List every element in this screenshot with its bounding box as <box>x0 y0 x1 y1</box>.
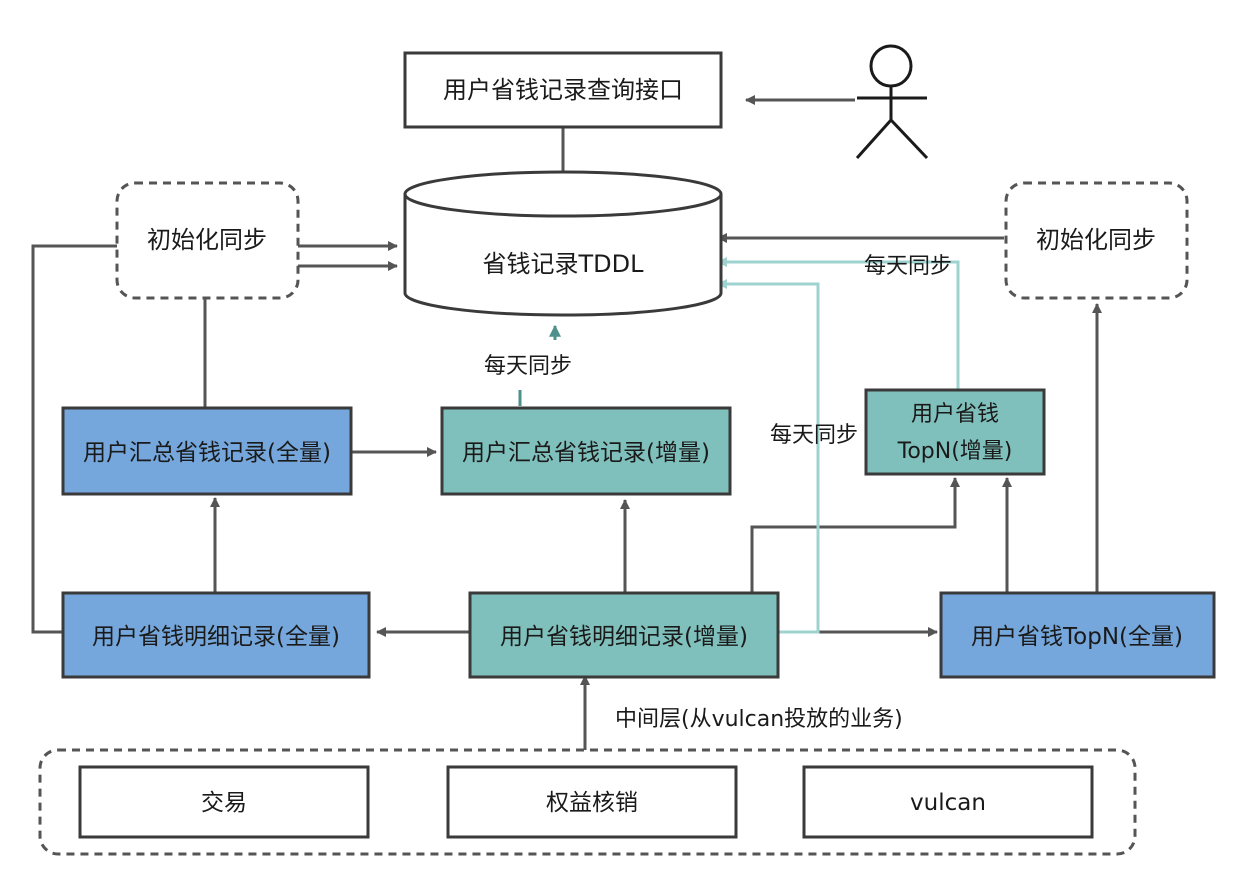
source-trade-node: 交易 <box>78 765 370 839</box>
source-trade-label: 交易 <box>201 790 247 816</box>
source-vulcan-label: vulcan <box>910 790 986 816</box>
topn-incr-label-line1: 用户省钱 <box>911 402 999 427</box>
daily-sync-detail-label: 每天同步 <box>770 423 858 448</box>
init-sync-left-label: 初始化同步 <box>147 226 267 254</box>
daily-sync-center-label: 每天同步 <box>484 354 572 379</box>
init-sync-left-node: 初始化同步 <box>115 181 300 300</box>
source-benefit-label: 权益核销 <box>546 790 638 816</box>
summary-full-node: 用户汇总省钱记录(全量) <box>61 406 353 496</box>
summary-incr-label: 用户汇总省钱记录(增量) <box>462 440 710 466</box>
edge-topn-incr-daily-to-tddl <box>717 257 960 390</box>
sources-group: 交易 权益核销 vulcan <box>38 748 1137 856</box>
detail-full-node: 用户省钱明细记录(全量) <box>61 591 371 679</box>
detail-incr-label: 用户省钱明细记录(增量) <box>500 624 748 650</box>
daily-sync-topn-label: 每天同步 <box>864 254 952 279</box>
topn-incr-label-line2: TopN(增量) <box>897 439 1013 464</box>
topn-full-node: 用户省钱TopN(全量) <box>939 591 1216 679</box>
topn-full-label: 用户省钱TopN(全量) <box>971 624 1183 650</box>
source-vulcan-node: vulcan <box>802 765 1094 839</box>
topn-incr-node: 用户省钱 TopN(增量) <box>864 388 1046 476</box>
tddl-database: 省钱记录TDDL <box>403 170 723 317</box>
user-actor-icon <box>855 44 929 160</box>
middle-layer-label: 中间层(从vulcan投放的业务) <box>615 707 903 732</box>
summary-incr-node: 用户汇总省钱记录(增量) <box>440 406 732 496</box>
init-sync-right-node: 初始化同步 <box>1004 181 1189 300</box>
source-benefit-node: 权益核销 <box>446 765 738 839</box>
tddl-label: 省钱记录TDDL <box>483 250 645 278</box>
summary-full-label: 用户汇总省钱记录(全量) <box>83 440 331 466</box>
detail-full-label: 用户省钱明细记录(全量) <box>92 624 340 650</box>
query-api-label: 用户省钱记录查询接口 <box>443 76 683 104</box>
edge-detail-incr-daily-to-tddl <box>717 279 820 634</box>
init-sync-right-label: 初始化同步 <box>1036 226 1156 254</box>
edge-detail-incr-to-topn-incr <box>750 477 960 593</box>
query-api-node: 用户省钱记录查询接口 <box>403 51 723 129</box>
edge-detail-full-to-init-left <box>31 244 117 634</box>
detail-incr-node: 用户省钱明细记录(增量) <box>468 591 780 679</box>
